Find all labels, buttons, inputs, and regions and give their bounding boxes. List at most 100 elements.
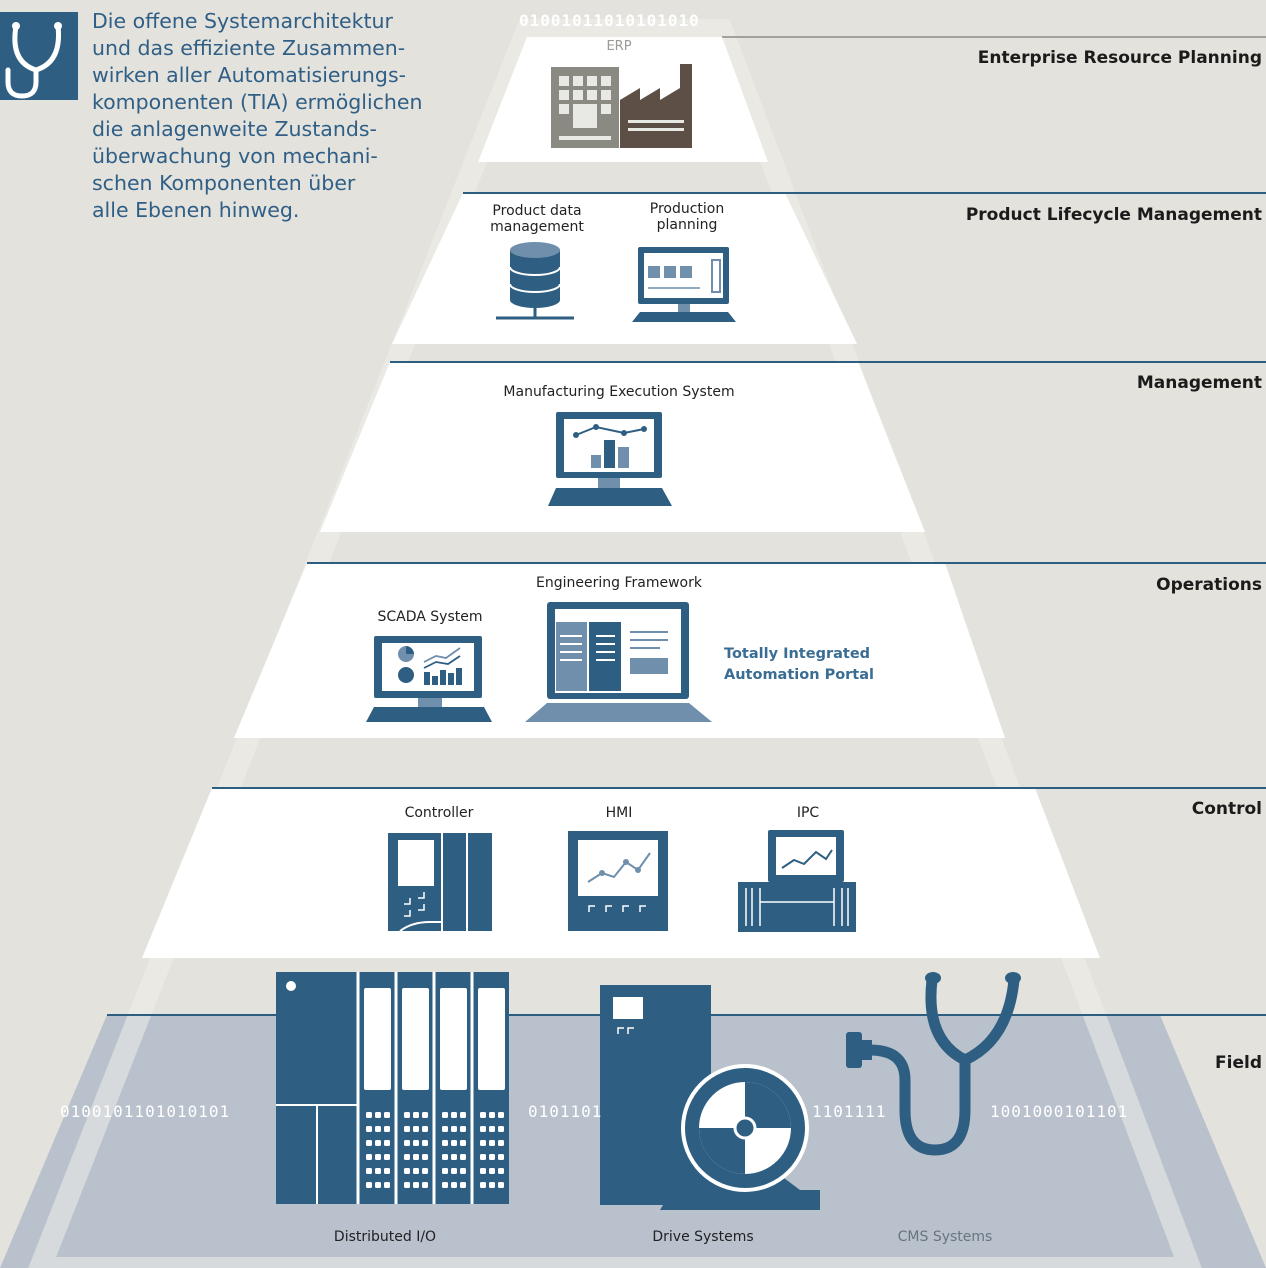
io-terminal-dot xyxy=(384,1126,390,1132)
io-terminal-dot xyxy=(489,1126,495,1132)
stethoscope-icon xyxy=(0,12,78,100)
database-icon xyxy=(496,242,574,320)
io-terminal-dot xyxy=(384,1112,390,1118)
pdm-label: Product data management xyxy=(490,203,584,235)
controller-icon xyxy=(388,833,492,932)
io-terminal-dot xyxy=(460,1182,466,1188)
io-terminal-dot xyxy=(366,1140,372,1146)
io-terminal-dot xyxy=(489,1182,495,1188)
cms-systems-label: CMS Systems xyxy=(897,1229,993,1245)
io-terminal-dot xyxy=(451,1168,457,1174)
controller-label: Controller xyxy=(404,805,474,821)
io-terminal-dot xyxy=(366,1126,372,1132)
io-terminal-dot xyxy=(460,1168,466,1174)
io-terminal-dot xyxy=(480,1168,486,1174)
planning-label: Production planning xyxy=(649,201,725,233)
hmi-label: HMI xyxy=(605,805,633,821)
io-terminal-dot xyxy=(375,1140,381,1146)
io-terminal-dot xyxy=(460,1140,466,1146)
io-terminal-dot xyxy=(489,1154,495,1160)
drive-systems-label: Drive Systems xyxy=(652,1229,754,1245)
io-terminal-dot xyxy=(480,1140,486,1146)
binary-top: 01001011010101010 xyxy=(519,11,700,30)
io-terminal-dot xyxy=(413,1168,419,1174)
level-plm-panel xyxy=(392,193,857,344)
io-terminal-dot xyxy=(442,1126,448,1132)
laptop-icon xyxy=(525,602,712,722)
io-terminal-dot xyxy=(460,1112,466,1118)
io-terminal-dot xyxy=(404,1140,410,1146)
io-terminal-dot xyxy=(375,1182,381,1188)
chestpiece-neck-icon xyxy=(860,1040,872,1060)
io-terminal-dot xyxy=(422,1126,428,1132)
io-terminal-dot xyxy=(375,1112,381,1118)
io-terminal-dot xyxy=(498,1126,504,1132)
io-terminal-dot xyxy=(498,1182,504,1188)
io-terminal-dot xyxy=(489,1140,495,1146)
earpiece-right-icon xyxy=(1005,972,1021,984)
ipc-icon xyxy=(738,830,856,932)
io-terminal-dot xyxy=(442,1182,448,1188)
io-terminal-dot xyxy=(404,1154,410,1160)
io-terminal-dot xyxy=(451,1140,457,1146)
io-terminal-dot xyxy=(366,1182,372,1188)
earpiece-left-icon xyxy=(925,972,941,984)
io-terminal-dot xyxy=(422,1154,428,1160)
io-terminal-dot xyxy=(451,1112,457,1118)
tia-portal-label: Totally Integrated Automation Portal xyxy=(724,646,874,683)
io-terminal-dot xyxy=(366,1154,372,1160)
factory-icon xyxy=(551,64,692,148)
distributed-io-icon xyxy=(276,972,509,1204)
level-label-operations: Operations xyxy=(1156,575,1262,595)
level-label-plm: Product Lifecycle Management xyxy=(965,205,1262,225)
scada-label: SCADA System xyxy=(377,609,483,625)
scada-monitor-icon xyxy=(366,636,492,722)
io-terminal-dot xyxy=(366,1112,372,1118)
binary-field-left: 0100101101010101 xyxy=(60,1102,231,1121)
io-terminal-dot xyxy=(422,1112,428,1118)
io-terminal-dot xyxy=(404,1182,410,1188)
io-terminal-dot xyxy=(384,1168,390,1174)
io-terminal-dot xyxy=(489,1112,495,1118)
chart-monitor-icon xyxy=(548,412,672,506)
io-terminal-dot xyxy=(422,1182,428,1188)
io-terminal-dot xyxy=(375,1154,381,1160)
io-terminal-dot xyxy=(404,1126,410,1132)
io-terminal-dot xyxy=(451,1154,457,1160)
io-terminal-dot xyxy=(480,1126,486,1132)
io-terminal-dot xyxy=(498,1154,504,1160)
engineering-label: Engineering Framework xyxy=(536,575,702,591)
io-terminal-dot xyxy=(384,1140,390,1146)
io-terminal-dot xyxy=(413,1154,419,1160)
binary-field-right: 1001000101101 xyxy=(990,1102,1129,1121)
io-terminal-dot xyxy=(498,1168,504,1174)
io-terminal-dot xyxy=(489,1168,495,1174)
io-terminal-dot xyxy=(480,1154,486,1160)
level-label-control: Control xyxy=(1191,799,1262,819)
io-terminal-dot xyxy=(498,1140,504,1146)
drive-system-icon xyxy=(600,985,820,1210)
io-terminal-dot xyxy=(413,1126,419,1132)
io-terminal-dot xyxy=(442,1154,448,1160)
stethoscope-icon xyxy=(864,974,1020,1156)
io-terminal-dot xyxy=(442,1140,448,1146)
level-label-management: Management xyxy=(1136,373,1262,393)
io-terminal-dot xyxy=(480,1182,486,1188)
io-terminal-dot xyxy=(404,1112,410,1118)
io-terminal-dot xyxy=(413,1112,419,1118)
level-label-erp: Enterprise Resource Planning xyxy=(977,48,1262,68)
intro-text: Die offene Systemarchitektur und das eff… xyxy=(92,9,423,222)
mes-label: Manufacturing Execution System xyxy=(503,384,735,400)
io-terminal-dot xyxy=(460,1154,466,1160)
io-terminal-dot xyxy=(375,1168,381,1174)
distributed-io-label: Distributed I/O xyxy=(333,1229,437,1245)
io-terminal-dot xyxy=(442,1168,448,1174)
ipc-label: IPC xyxy=(796,805,820,821)
io-terminal-dot xyxy=(460,1126,466,1132)
io-terminal-dot xyxy=(442,1112,448,1118)
chestpiece-icon xyxy=(846,1032,862,1068)
binary-field-mid1: 0101101 xyxy=(528,1102,603,1121)
io-terminal-dot xyxy=(498,1112,504,1118)
io-terminal-dot xyxy=(375,1126,381,1132)
